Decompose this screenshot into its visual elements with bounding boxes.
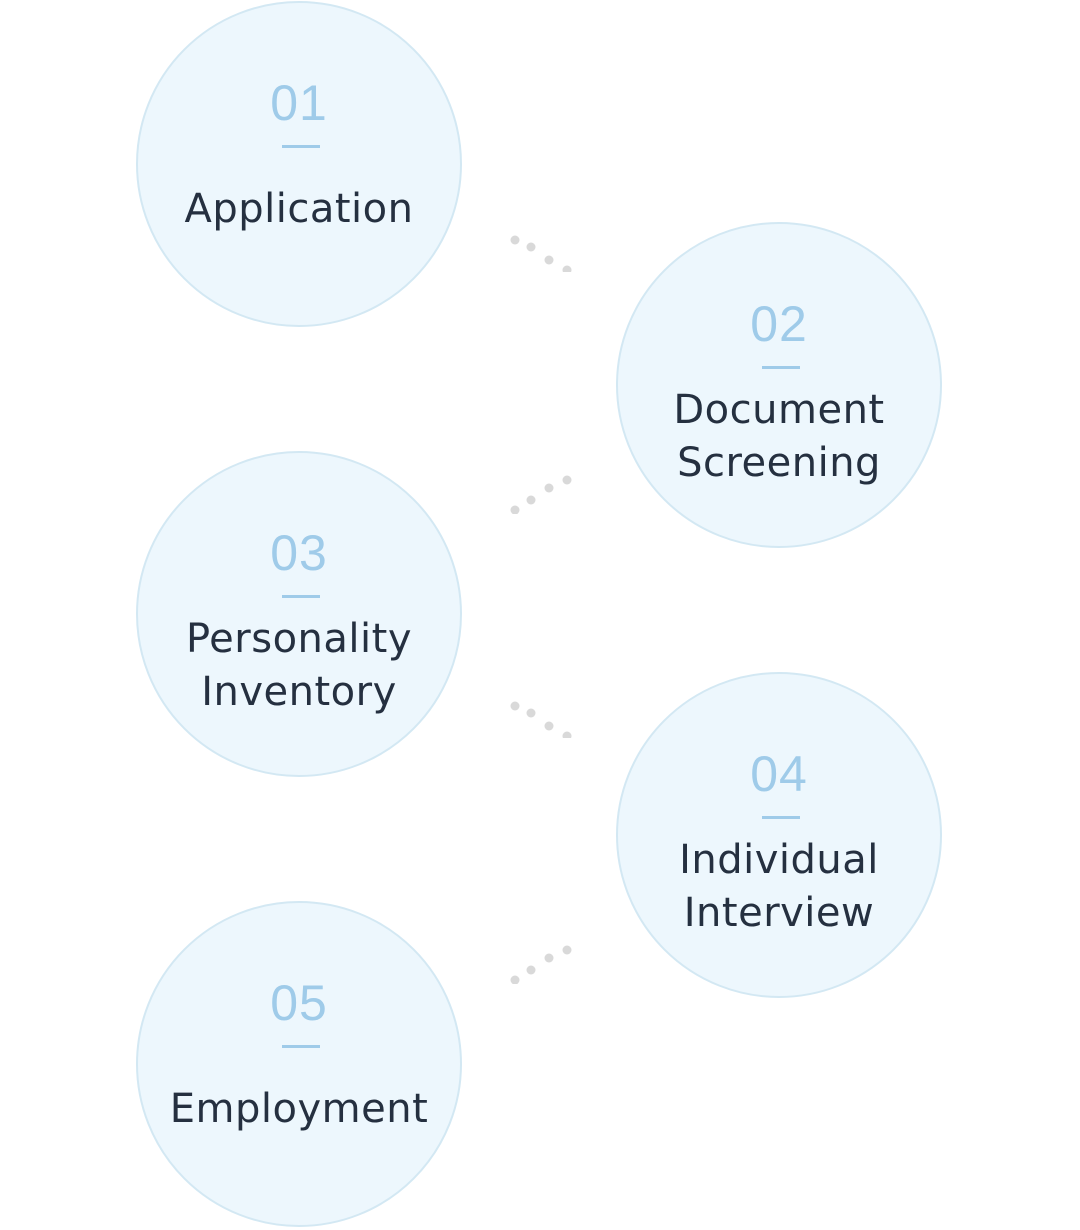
connector-1-2 [510, 235, 572, 272]
step-5-title-line-1: Employment [169, 1086, 429, 1132]
step-3-divider [282, 595, 320, 598]
step-2-title-line-1: Document [673, 387, 885, 433]
step-2-circle: 02 Document Screening [616, 222, 942, 548]
step-1-circle: 01 Application [136, 1, 462, 327]
connector-2-3 [510, 475, 572, 514]
step-1-number: 01 [270, 75, 328, 131]
step-4-number: 04 [750, 746, 808, 802]
connector-3-4 [510, 701, 572, 738]
connector-dot [526, 242, 536, 252]
step-4-title-line-1: Individual [679, 837, 879, 883]
step-3-number: 03 [270, 525, 328, 581]
connector-dot [562, 945, 572, 955]
connector-dot [562, 265, 572, 272]
step-5-divider [282, 1045, 320, 1048]
connector-4-5 [510, 945, 572, 984]
step-3-title: Personality Inventory [138, 613, 460, 719]
connector-dot [562, 731, 572, 738]
step-5-title: Employment [138, 1083, 460, 1136]
connector-dot [544, 953, 554, 963]
connector-dot [526, 495, 536, 505]
step-2-divider [762, 366, 800, 369]
connector-dot [510, 505, 520, 514]
step-4-circle: 04 Individual Interview [616, 672, 942, 998]
connector-dot [544, 255, 554, 265]
step-3-title-line-2: Inventory [201, 669, 397, 715]
connector-dot [544, 721, 554, 731]
connector-dot [526, 708, 536, 718]
step-1-title-line-1: Application [184, 186, 414, 232]
step-1-title: Application [138, 183, 460, 236]
step-2-title: Document Screening [618, 384, 940, 490]
connector-dot [526, 965, 536, 975]
step-5-number: 05 [270, 975, 328, 1031]
step-2-number: 02 [750, 296, 808, 352]
step-4-title-line-2: Interview [683, 890, 875, 936]
step-5-circle: 05 Employment [136, 901, 462, 1227]
connector-dot [562, 475, 572, 485]
step-3-circle: 03 Personality Inventory [136, 451, 462, 777]
step-4-title: Individual Interview [618, 834, 940, 940]
step-2-title-line-2: Screening [677, 440, 881, 486]
step-1-divider [282, 145, 320, 148]
connector-dot [510, 701, 520, 711]
connector-dot [510, 235, 520, 245]
step-3-title-line-1: Personality [185, 616, 412, 662]
connector-dot [544, 483, 554, 493]
step-4-divider [762, 816, 800, 819]
connector-dot [510, 975, 520, 984]
